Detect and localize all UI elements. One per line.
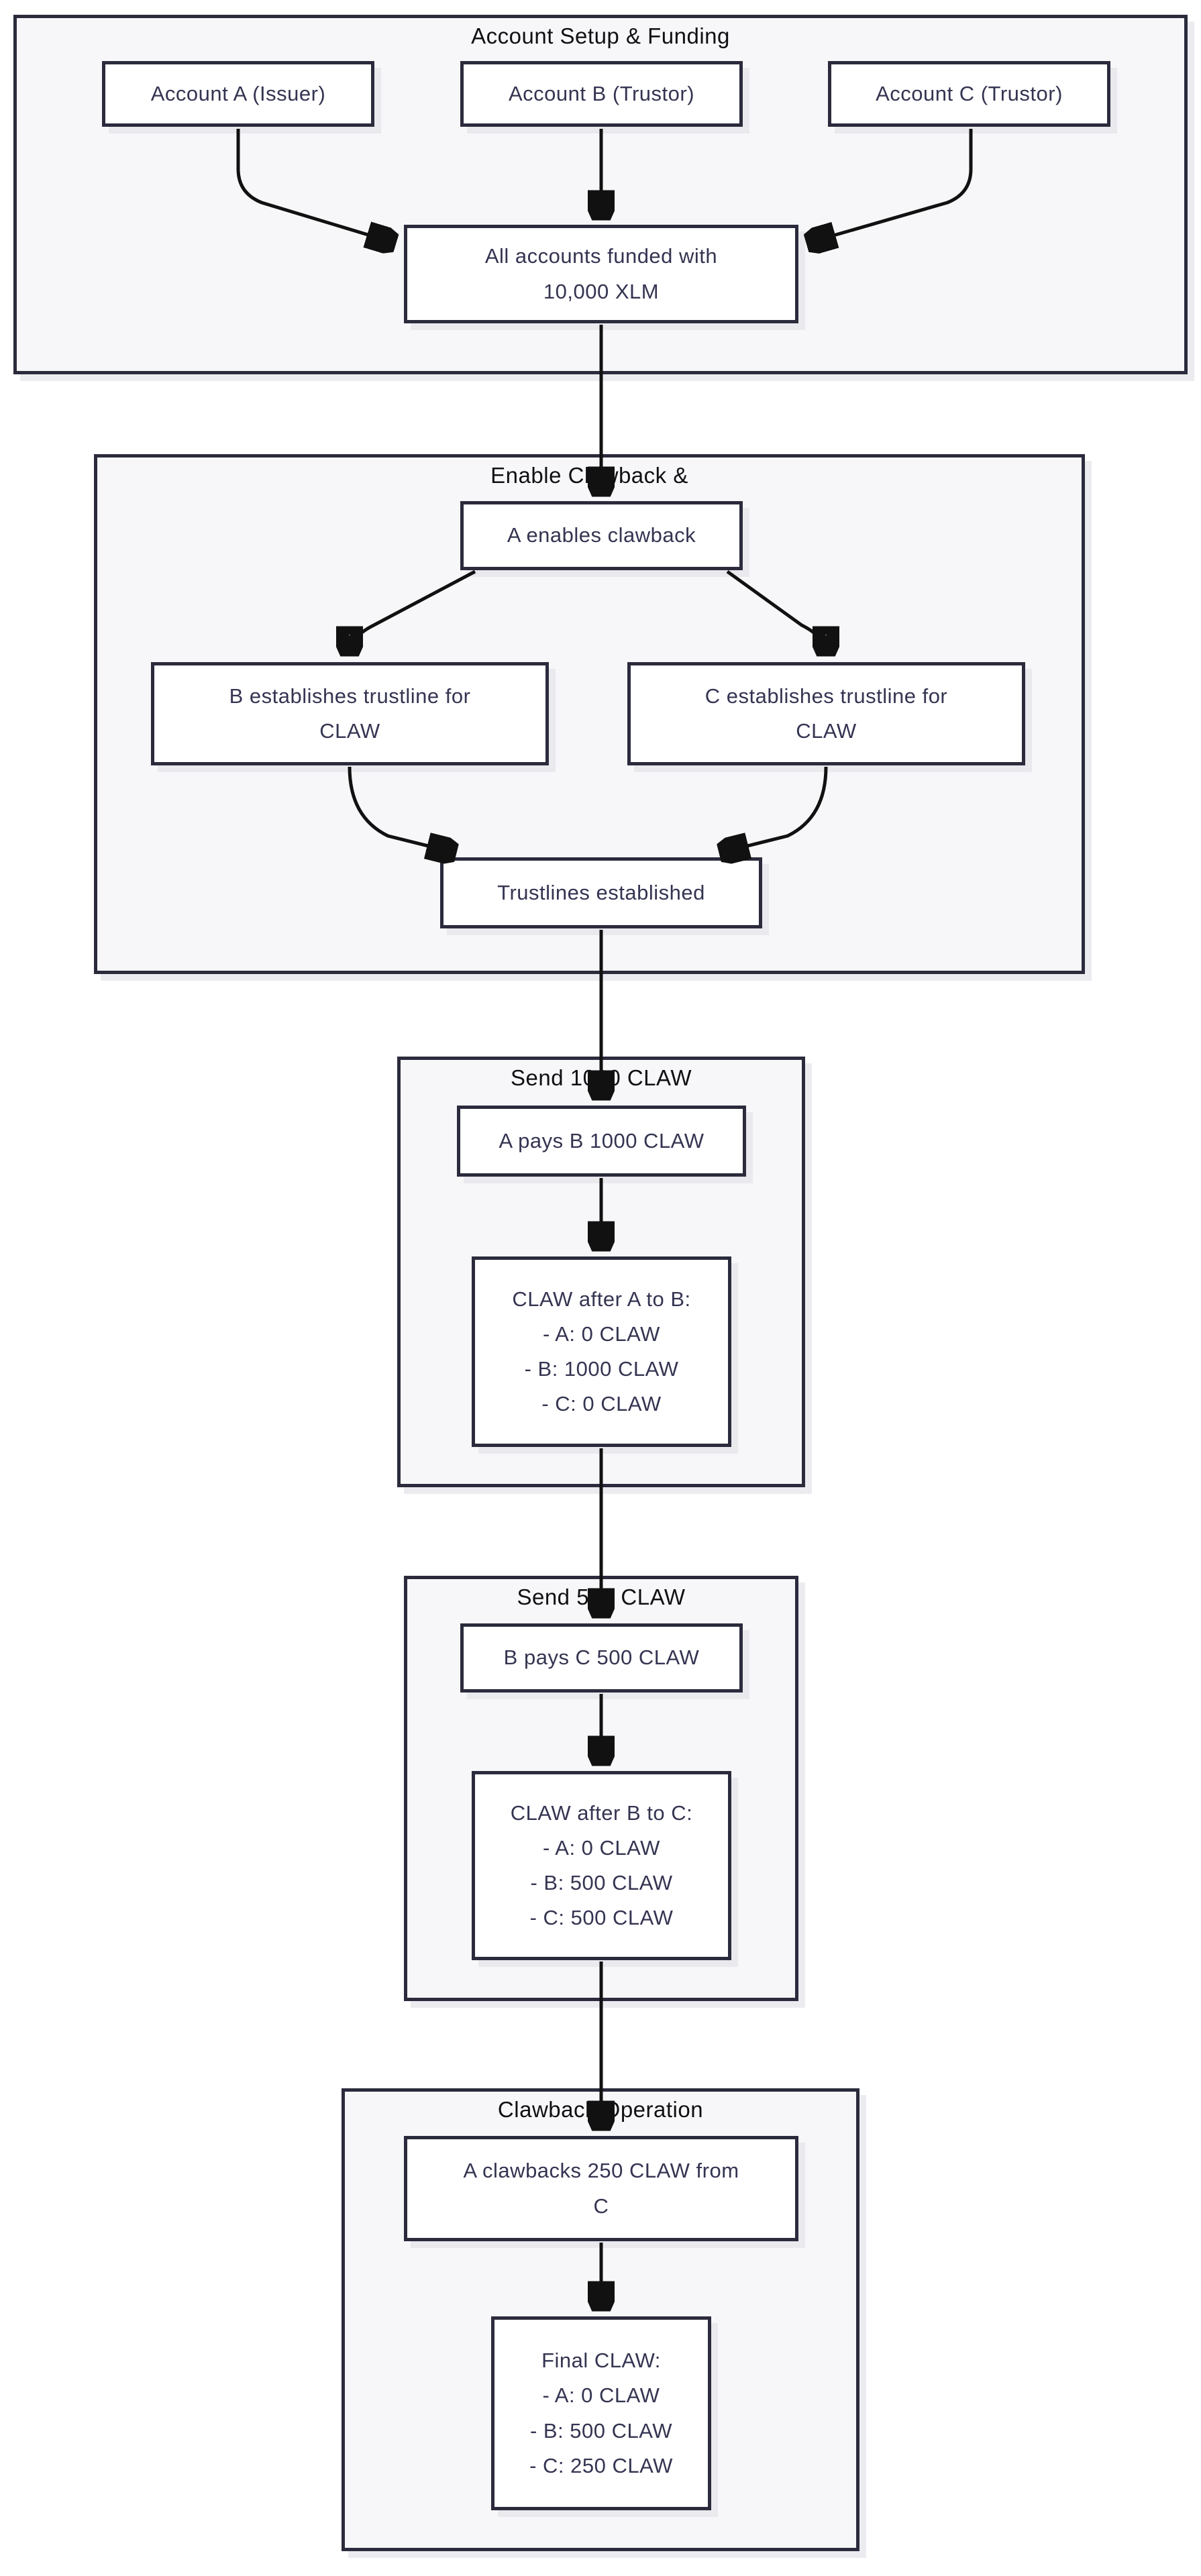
node-all-accounts-funded: All accounts funded with 10,000 XLM	[404, 225, 798, 323]
section-title-account-setup: Account Setup & Funding	[471, 23, 730, 48]
node-a-pays-b: A pays B 1000 CLAW	[457, 1106, 746, 1177]
node-a-clawbacks-250: A clawbacks 250 CLAW from C	[404, 2136, 798, 2241]
node-claw-after-b-to-c: CLAW after B to C: - A: 0 CLAW - B: 500 …	[472, 1771, 731, 1960]
section-title-send-1000-claw: Send 1000 CLAW	[511, 1065, 692, 1090]
node-trustlines-established: Trustlines established	[440, 857, 762, 928]
node-b-establishes-trustline: B establishes trustline for CLAW	[151, 662, 549, 765]
node-final-claw: Final CLAW: - A: 0 CLAW - B: 500 CLAW - …	[491, 2316, 711, 2510]
node-account-c: Account C (Trustor)	[828, 61, 1110, 127]
node-c-establishes-trustline: C establishes trustline for CLAW	[627, 662, 1025, 765]
node-account-a: Account A (Issuer)	[102, 61, 374, 127]
section-title-enable-clawback: Enable Clawback &	[490, 463, 688, 488]
section-title-send-500-claw: Send 500 CLAW	[517, 1585, 686, 1609]
node-a-enables-clawback: A enables clawback	[460, 501, 743, 570]
node-claw-after-a-to-b: CLAW after A to B: - A: 0 CLAW - B: 1000…	[472, 1256, 731, 1447]
node-account-b: Account B (Trustor)	[460, 61, 743, 127]
section-title-clawback-operation: Clawback Operation	[497, 2097, 704, 2122]
node-b-pays-c: B pays C 500 CLAW	[460, 1623, 743, 1693]
